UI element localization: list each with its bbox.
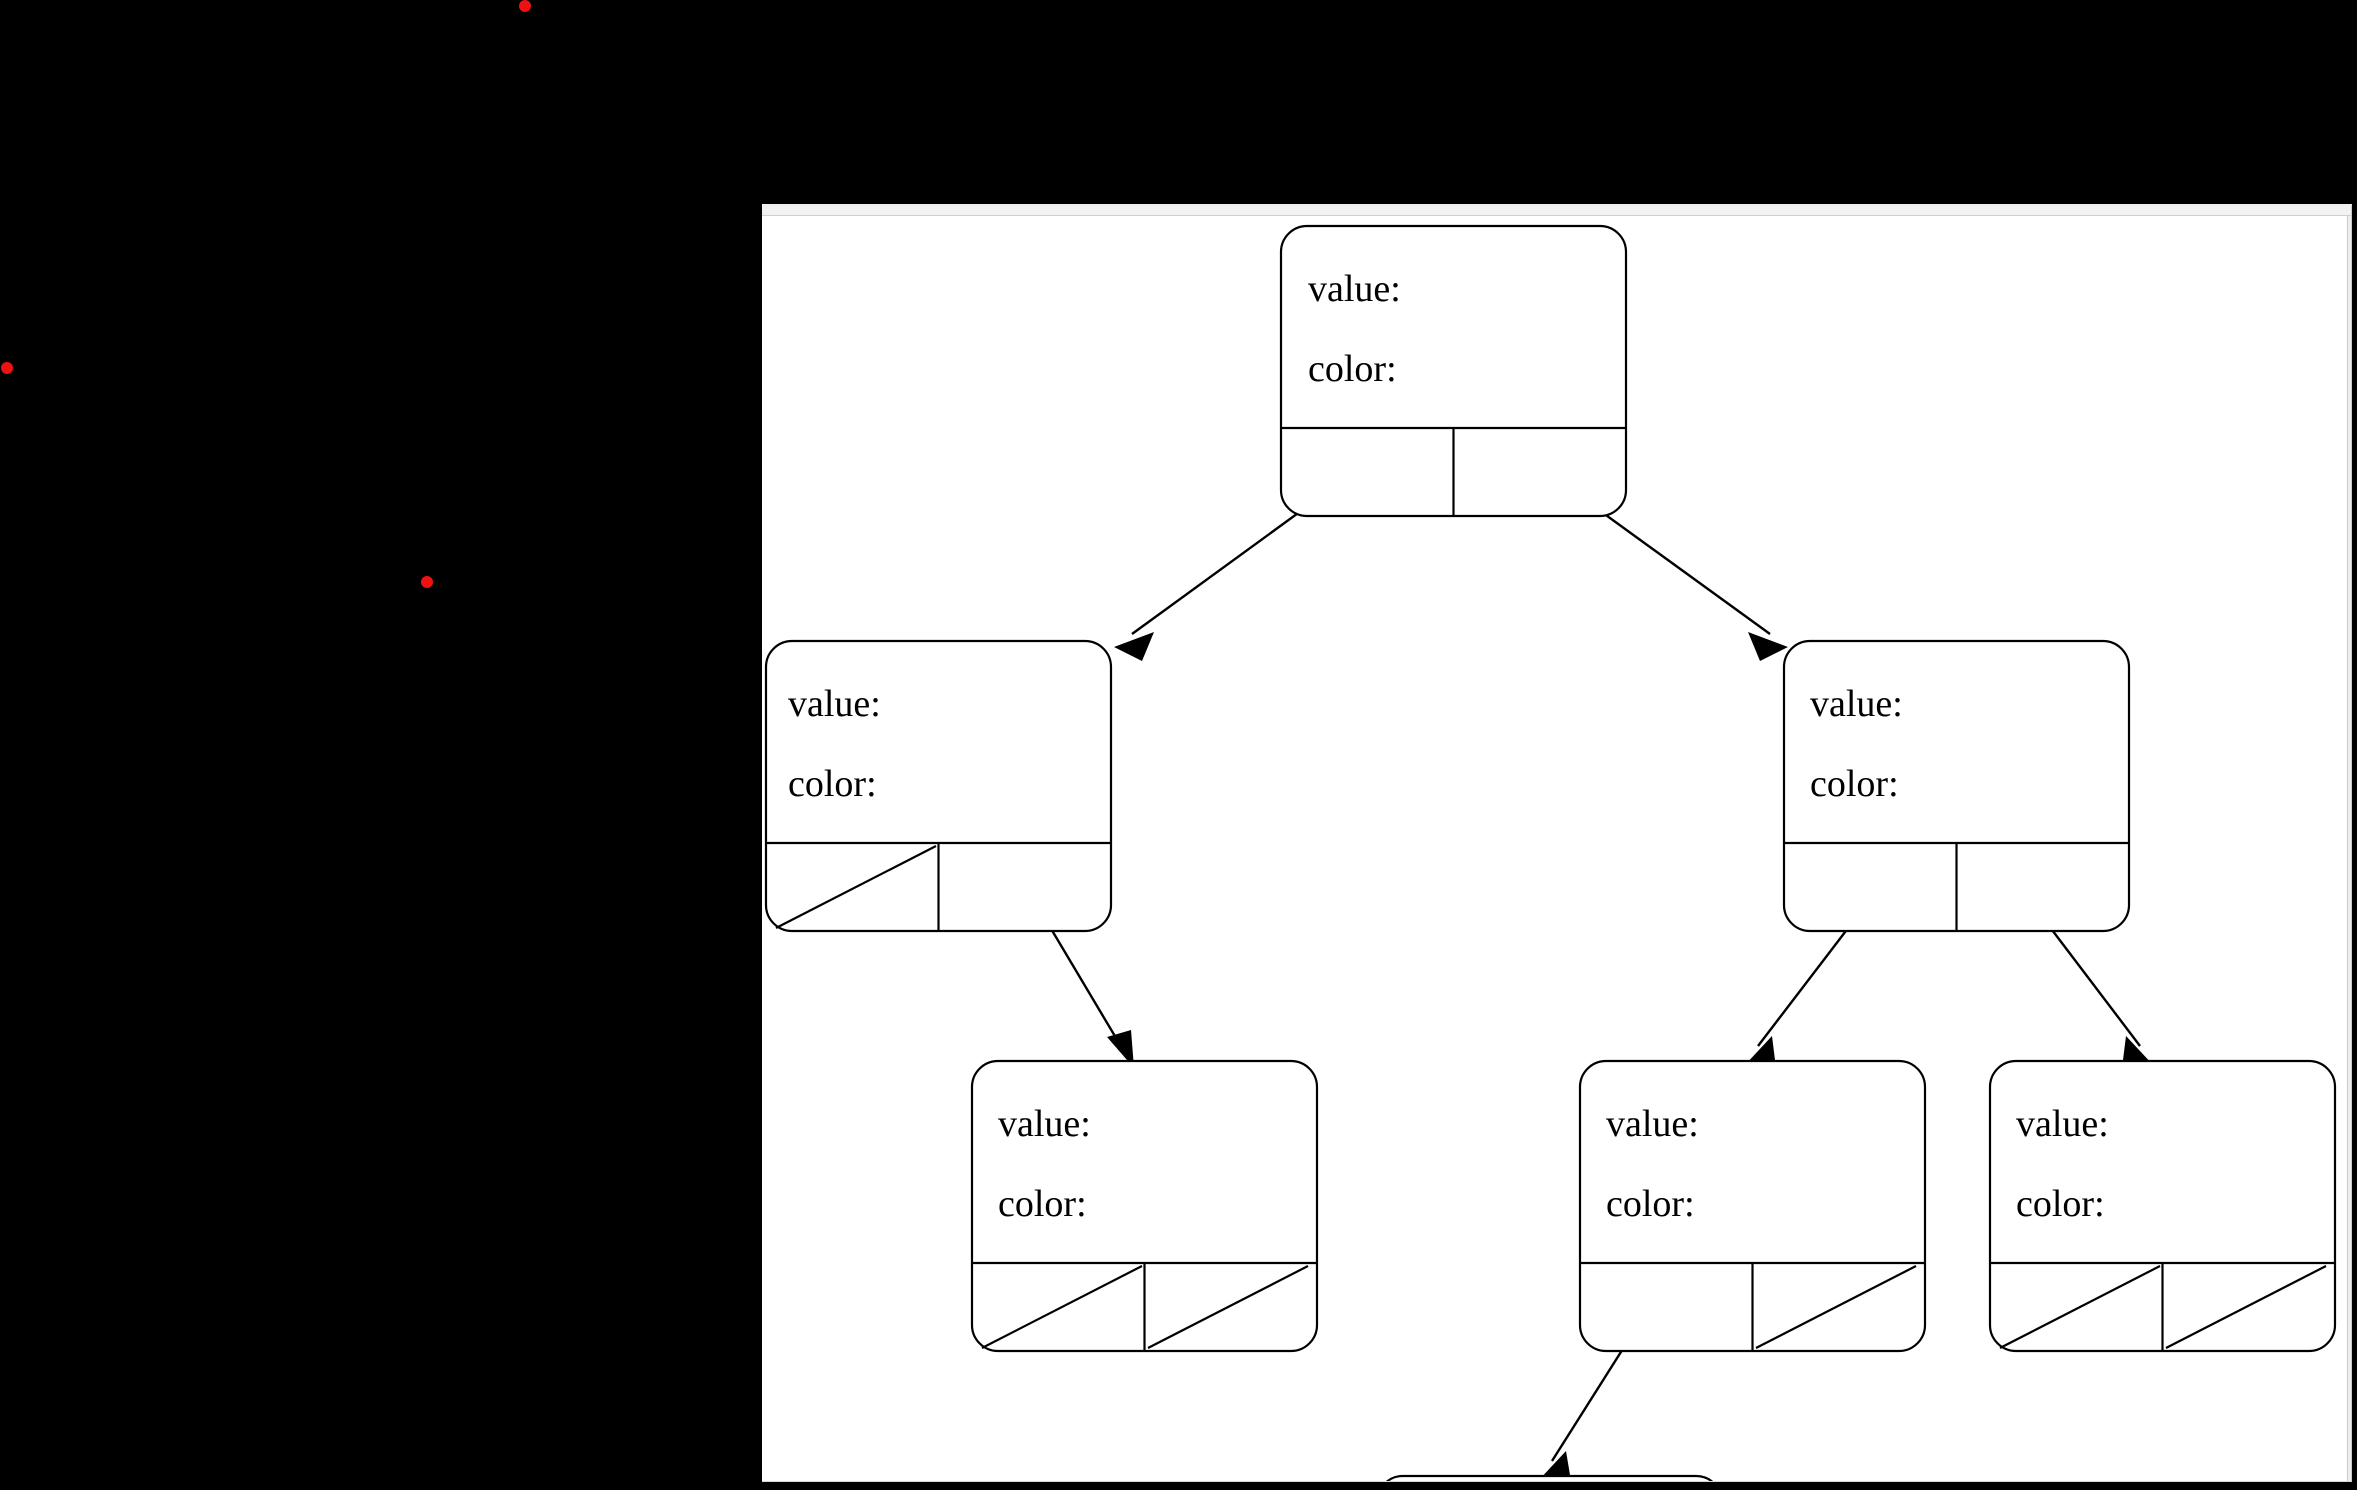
node-color-label: color: xyxy=(998,1183,1087,1225)
panel-top-strip xyxy=(762,206,2351,216)
binary-tree-canvas: value: color: value: color: xyxy=(764,224,2337,1482)
node-color-label: color: xyxy=(788,763,877,805)
tree-node-root[interactable]: value: color: xyxy=(1279,224,1628,518)
node-value-label: value: xyxy=(1810,683,1903,725)
tree-node-inner-b[interactable]: value: color: xyxy=(1578,1059,1927,1353)
null-pointer-slash xyxy=(1755,1265,1917,1349)
tree-node-leaf-a[interactable]: value: color: xyxy=(970,1059,1319,1353)
vertical-scrollbar[interactable] xyxy=(2347,216,2351,1481)
node-value-label: value: xyxy=(788,683,881,725)
null-pointer-slash xyxy=(981,1265,1143,1349)
cursor-marker-1 xyxy=(519,0,531,12)
node-value-label: value: xyxy=(1606,1103,1699,1145)
cursor-marker-2 xyxy=(1,362,13,374)
null-pointer-slash xyxy=(775,845,937,929)
node-color-label: color: xyxy=(1810,763,1899,805)
null-pointer-slash xyxy=(1147,1265,1309,1349)
cursor-marker-3 xyxy=(421,576,433,588)
tree-node-right-child[interactable]: value: color: xyxy=(1782,639,2131,933)
null-pointer-slash xyxy=(2165,1265,2327,1349)
node-color-label: color: xyxy=(1606,1183,1695,1225)
tree-node-leaf-c[interactable]: value: color: xyxy=(1988,1059,2337,1353)
node-color-label: color: xyxy=(2016,1183,2105,1225)
node-value-label: value: xyxy=(1308,268,1401,310)
tree-node-left-child[interactable]: value: color: xyxy=(764,639,1113,933)
binary-tree-diagram-panel[interactable]: value: color: value: color: xyxy=(762,204,2352,1482)
node-value-label: value: xyxy=(2016,1103,2109,1145)
node-color-label: color: xyxy=(1308,348,1397,390)
node-value-label: value: xyxy=(998,1103,1091,1145)
null-pointer-slash xyxy=(1999,1265,2161,1349)
tree-node-leaf-d[interactable]: value: color: xyxy=(1377,1474,1722,1482)
